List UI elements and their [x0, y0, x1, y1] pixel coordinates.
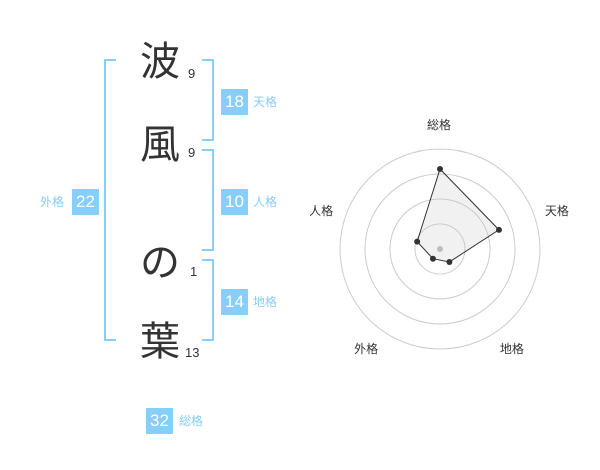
radar-axis-label-3: 地格 [499, 342, 524, 357]
radar-axis-label-5: 人格 [309, 203, 334, 218]
stroke-count-3: 1 [190, 264, 198, 279]
radar-point-5 [414, 238, 421, 245]
radar-chart: 総格天格地格 外格 人格 [300, 100, 600, 380]
radar-ring-2 [389, 198, 491, 300]
radar-center-point [437, 246, 443, 252]
jinkaku-label: 人格 [253, 195, 278, 209]
radar-point-2 [495, 226, 502, 233]
radar-axis-label-4: 外格 [354, 342, 379, 357]
radar-point-4 [429, 255, 436, 262]
name-char-3: の [140, 240, 180, 286]
gaikaku-bracket [104, 59, 116, 341]
chikaku-label: 地格 [253, 295, 278, 309]
stroke-count-4: 13 [185, 345, 200, 360]
soukaku-value-box: 32 [146, 408, 173, 434]
name-char-4: 葉 [140, 319, 180, 365]
chikaku-value-box: 14 [221, 289, 248, 315]
radar-ring-1 [414, 223, 466, 275]
radar-axis-label-2: 天格 [544, 203, 569, 218]
name-char-1: 波 [140, 39, 180, 85]
radar-point-1 [437, 166, 443, 172]
radar-point-3 [446, 258, 453, 265]
stroke-count-1: 9 [188, 66, 196, 81]
radar-axis-label-1: 総格 [427, 118, 452, 132]
tenkaku-bracket [202, 59, 214, 141]
radar-ring-3 [364, 173, 516, 325]
stroke-count-2: 9 [188, 145, 196, 160]
radar-ring-4 [339, 148, 541, 350]
jinkaku-bracket [202, 149, 214, 251]
tenkaku-label: 天格 [253, 95, 278, 109]
chikaku-bracket [202, 259, 214, 341]
name-char-2: 風 [140, 122, 180, 168]
radar-chart-svg [339, 148, 541, 350]
soukaku-label: 総格 [179, 414, 204, 428]
gaikaku-value-box: 22 [72, 189, 99, 215]
jinkaku-value-box: 10 [221, 189, 248, 215]
radar-series-polygon [416, 168, 500, 263]
tenkaku-value-box: 18 [221, 89, 248, 115]
gaikaku-label: 外格 [40, 195, 65, 209]
